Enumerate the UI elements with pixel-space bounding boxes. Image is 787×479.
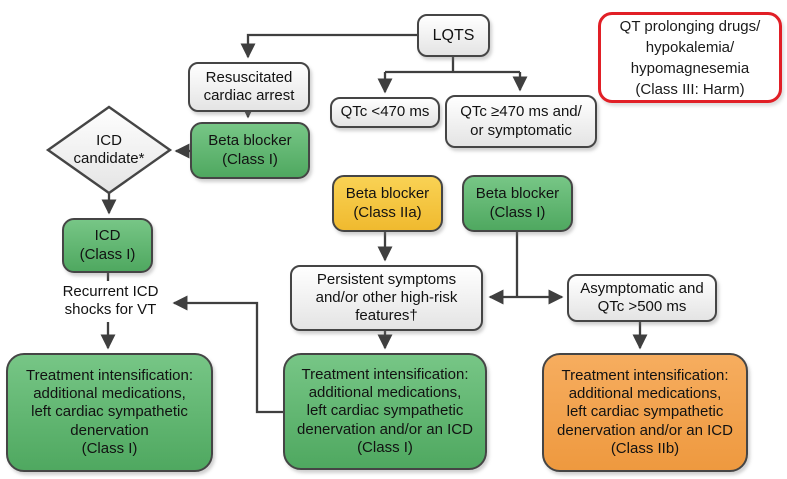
icd-candidate-diamond: [45, 105, 173, 195]
node-resuscitated-cardiac-arrest: Resuscitated cardiac arrest: [188, 62, 310, 112]
node-beta-blocker-class-i-right: Beta blocker (Class I): [462, 175, 573, 232]
node-beta-blocker-class-iia: Beta blocker (Class IIa): [332, 175, 443, 232]
node-persistent-symptoms: Persistent symptoms and/or other high-ri…: [290, 265, 483, 331]
node-qtc-lt-470: QTc <470 ms: [330, 97, 440, 128]
node-lqts: LQTS: [417, 14, 490, 57]
node-treatment-intensification-class-i-mid: Treatment intensification: additional me…: [283, 353, 487, 470]
arrow-treatment-mid-to-recurrent: [172, 295, 283, 414]
node-qtc-ge-470: QTc ≥470 ms and/ or symptomatic: [445, 95, 597, 148]
node-treatment-intensification-class-i-left: Treatment intensification: additional me…: [6, 353, 213, 472]
node-beta-blocker-class-i-left: Beta blocker (Class I): [190, 122, 310, 179]
node-qt-prolonging-warning: QT prolonging drugs/ hypokalemia/ hypoma…: [598, 12, 782, 103]
node-treatment-intensification-class-iib: Treatment intensification: additional me…: [542, 353, 748, 472]
arrow-lqts-to-resuscitated: [240, 33, 417, 59]
label-recurrent-icd-shocks: Recurrent ICD shocks for VT: [62, 282, 159, 318]
node-asymptomatic-qtc-gt-500: Asymptomatic and QTc >500 ms: [567, 274, 717, 322]
node-icd-class-i: ICD (Class I): [62, 218, 153, 273]
node-icd-candidate-label: ICD candidate*: [73, 131, 145, 167]
